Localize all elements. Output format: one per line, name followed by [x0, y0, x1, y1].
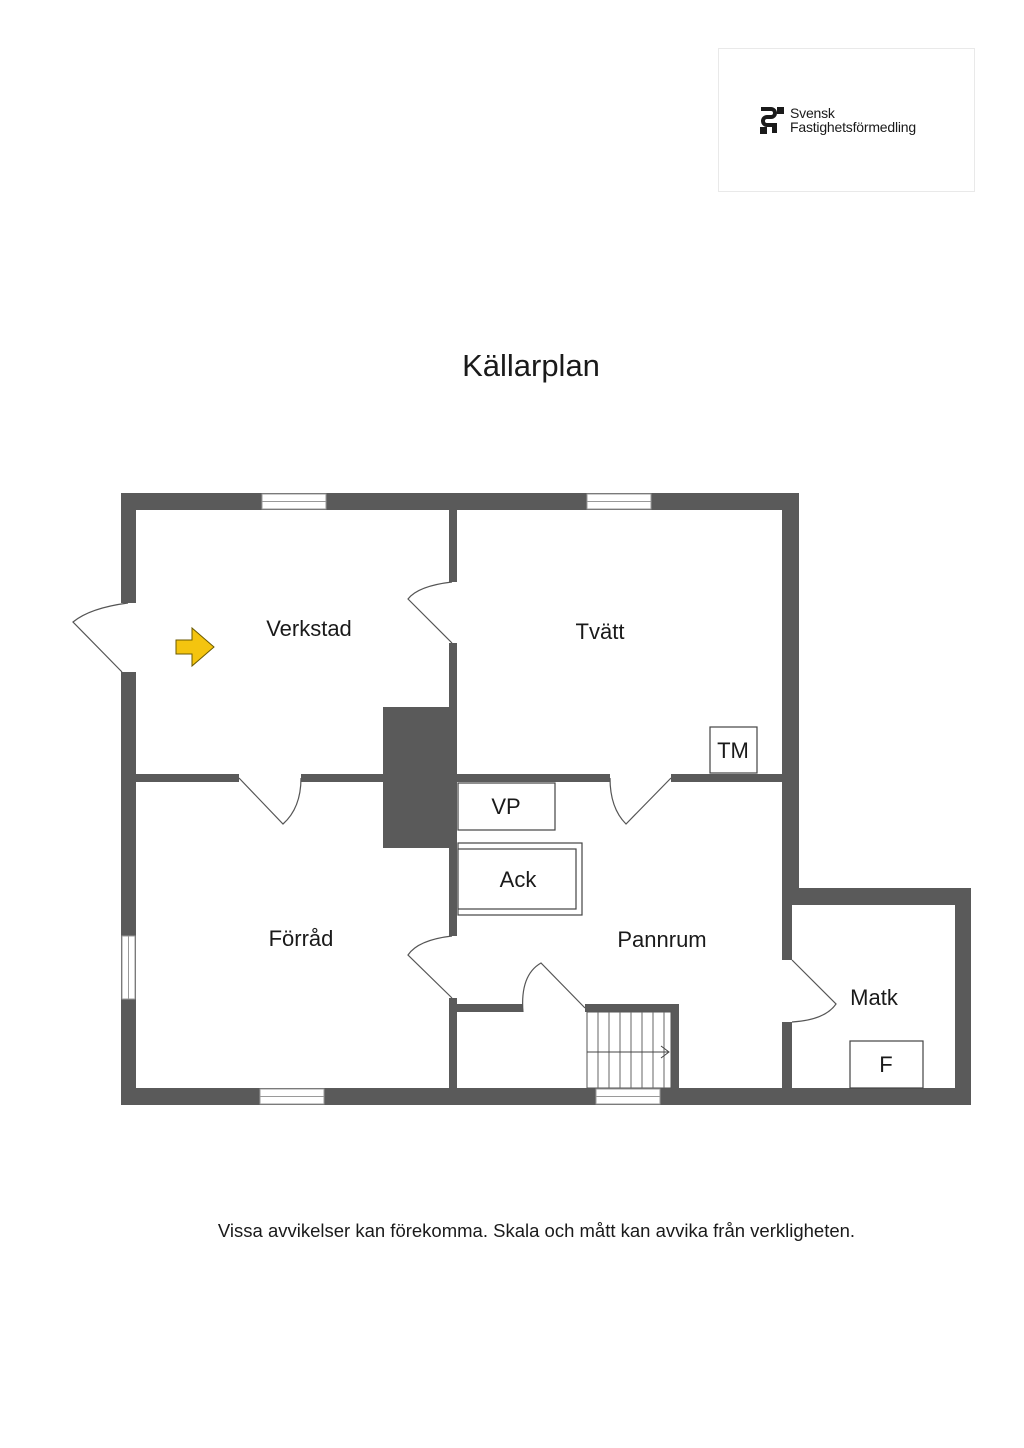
door — [791, 959, 837, 1023]
logo-line-2: Fastighetsförmedling — [790, 119, 916, 135]
disclaimer-text: Vissa avvikelser kan förekomma. Skala oc… — [217, 1220, 856, 1241]
agency-logo-icon — [760, 107, 784, 134]
room-label-matk: Matk — [850, 985, 899, 1010]
chimney — [383, 707, 457, 848]
fixture-tm-box — [709, 726, 758, 774]
windows — [121, 493, 661, 1105]
fixture-vp-box — [457, 782, 556, 831]
room-label-tvatt: Tvätt — [576, 619, 625, 644]
stairs-direction-arrow-icon — [660, 1045, 670, 1059]
fixture-f-box — [849, 1040, 924, 1089]
door — [609, 777, 672, 825]
door-gaps — [120, 582, 793, 1022]
room-label-verkstad: Verkstad — [266, 616, 352, 641]
doors — [72, 581, 837, 1023]
room-label-pannrum: Pannrum — [617, 927, 706, 952]
fixtures — [457, 726, 924, 1089]
door — [238, 777, 302, 825]
fixture-label-tm: TM — [717, 738, 749, 763]
floor-plan-title: Källarplan — [462, 348, 600, 383]
door — [522, 962, 586, 1013]
stairs — [586, 1011, 672, 1089]
door — [407, 935, 453, 999]
fixture-label-ack: Ack — [500, 867, 538, 892]
room-label-forrad: Förråd — [269, 926, 334, 951]
door — [72, 602, 129, 673]
agency-logo-text: Svensk Fastighetsförmedling — [790, 106, 916, 134]
logo-line-1: Svensk — [790, 105, 835, 121]
door — [407, 581, 453, 644]
fixture-label-f: F — [879, 1052, 892, 1077]
fixture-label-vp: VP — [491, 794, 520, 819]
agency-logo: Svensk Fastighetsförmedling — [718, 48, 975, 192]
fixture-ack-inner — [457, 848, 577, 910]
entrance-arrow-icon — [175, 626, 215, 668]
